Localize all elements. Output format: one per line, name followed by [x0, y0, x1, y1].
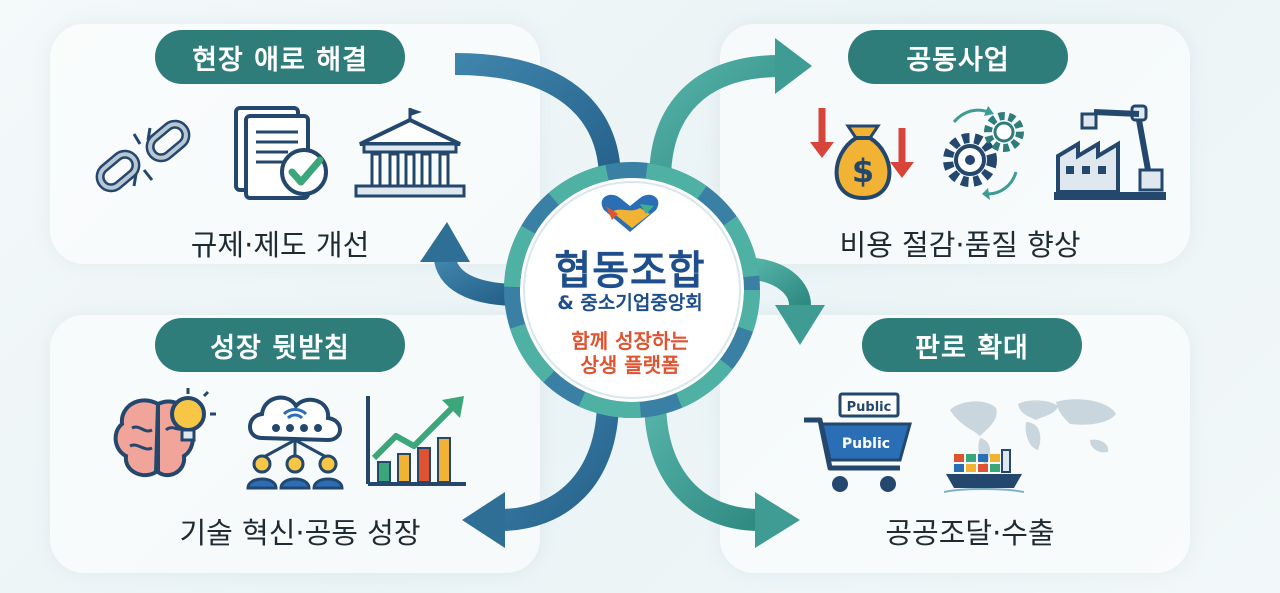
- hub-ring-accent: [504, 162, 760, 418]
- arrow-head-right: [775, 305, 825, 345]
- label-bottom-right: 판로 확대: [862, 318, 1082, 372]
- arrow-bottom-right-out: [644, 399, 761, 531]
- document-check-icon: [234, 106, 328, 200]
- cargo-ship-icon: [944, 449, 1024, 493]
- caption-top-right: 비용 절감·품질 향상: [839, 228, 1081, 262]
- public-sign-top-text: Public: [847, 400, 892, 415]
- growth-chart-icon: [366, 396, 466, 486]
- hub-slogan-line1: 함께 성장하는: [571, 329, 689, 353]
- arrow-top-right-out: [649, 55, 781, 181]
- world-map-icon: [950, 399, 1116, 466]
- caption-bottom-right: 공공조달·수출: [885, 516, 1055, 550]
- hub-ring-inner: [523, 181, 741, 399]
- svg-text:$: $: [852, 152, 874, 190]
- public-sign-cart-text: Public: [842, 436, 890, 452]
- arrow-head-bottom-left: [462, 492, 505, 548]
- arrow-head-top-right: [775, 38, 812, 94]
- handshake-heart-icon: [601, 194, 659, 232]
- arrow-bottom-left-out: [499, 399, 619, 531]
- arrow-head-left: [420, 222, 470, 262]
- shopping-cart-icon: Public Public: [804, 392, 912, 492]
- label-top-right: 공동사업: [848, 30, 1068, 84]
- cloud-network-icon: [246, 395, 344, 490]
- factory-robot-icon: [1054, 104, 1166, 200]
- arrow-top-left-in: [454, 53, 621, 181]
- gears-icon: [943, 106, 1024, 200]
- brain-lightbulb-icon: [113, 388, 216, 478]
- label-bottom-left: 성장 뒷받침: [155, 318, 405, 372]
- money-bag-icon: $: [810, 108, 914, 201]
- hub-title: 협동조합: [554, 248, 706, 294]
- label-top-left: 현장 애로 해결: [155, 30, 405, 84]
- caption-top-left: 규제·제도 개선: [190, 228, 370, 262]
- government-building-icon: [354, 108, 466, 198]
- hub-subtitle: & 중소기업중앙회: [557, 292, 703, 314]
- hub-slogan-line2: 상생 플랫폼: [580, 353, 680, 377]
- caption-bottom-left: 기술 혁신·공동 성장: [179, 516, 421, 550]
- arrow-head-bottom-right: [755, 492, 800, 548]
- broken-chain-icon: [95, 119, 191, 193]
